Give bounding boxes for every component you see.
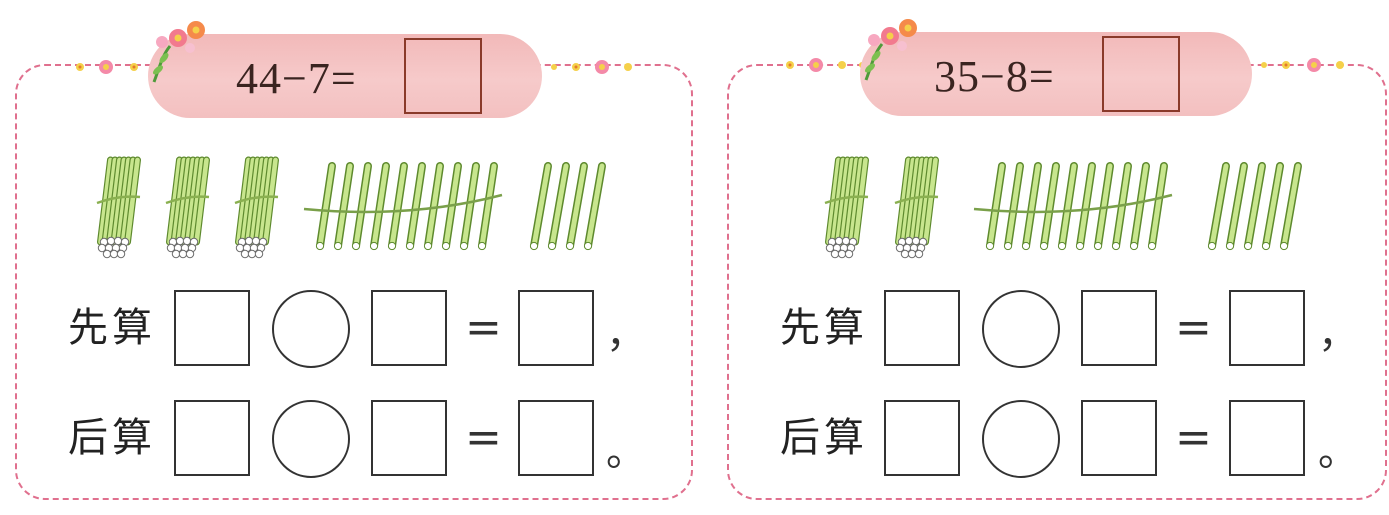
comma: ， bbox=[1318, 311, 1358, 357]
stick bbox=[1147, 162, 1168, 251]
stick bbox=[387, 162, 408, 251]
string-tie bbox=[973, 193, 1173, 214]
period: 。 bbox=[1318, 429, 1358, 475]
comma: ， bbox=[606, 311, 646, 357]
operand-box-b[interactable] bbox=[1081, 290, 1157, 366]
operand-box-a[interactable] bbox=[884, 400, 960, 476]
result-box[interactable] bbox=[1229, 400, 1305, 476]
bundle-of-ten bbox=[894, 156, 939, 259]
stick bbox=[1093, 162, 1114, 251]
stick bbox=[1279, 162, 1302, 251]
operator-circle[interactable] bbox=[982, 400, 1060, 478]
second-step-label: 后算 bbox=[68, 415, 156, 461]
operand-box-a[interactable] bbox=[174, 290, 250, 366]
operator-circle[interactable] bbox=[272, 400, 350, 478]
stick bbox=[1225, 162, 1248, 251]
stick bbox=[1003, 162, 1024, 251]
stick bbox=[1057, 162, 1078, 251]
second-step-label: 后算 bbox=[780, 415, 868, 461]
equals-sign: = bbox=[1175, 302, 1212, 353]
operand-box-a[interactable] bbox=[174, 400, 250, 476]
title-banner-2 bbox=[860, 32, 1252, 116]
equals-sign: = bbox=[465, 302, 502, 353]
operator-circle[interactable] bbox=[982, 290, 1060, 368]
result-box[interactable] bbox=[518, 290, 594, 366]
stick bbox=[1207, 162, 1230, 251]
stick bbox=[477, 162, 498, 251]
first-step-label: 先算 bbox=[780, 305, 868, 351]
stick bbox=[351, 162, 372, 251]
operator-circle[interactable] bbox=[272, 290, 350, 368]
stick bbox=[985, 162, 1006, 251]
flower-bouquet-icon bbox=[864, 19, 917, 81]
problem-expression: 35−8= bbox=[934, 52, 1055, 101]
bundle-of-ten bbox=[165, 156, 210, 259]
stick bbox=[1075, 162, 1096, 251]
result-box[interactable] bbox=[1229, 290, 1305, 366]
bundle-of-ten bbox=[96, 156, 141, 259]
stick bbox=[1243, 162, 1266, 251]
problem-expression: 44−7= bbox=[236, 54, 357, 103]
flower-bouquet-icon bbox=[152, 21, 205, 83]
operand-box-a[interactable] bbox=[884, 290, 960, 366]
operand-box-b[interactable] bbox=[1081, 400, 1157, 476]
bundle-of-ten bbox=[234, 156, 279, 259]
stick bbox=[315, 162, 336, 251]
stick bbox=[529, 162, 552, 251]
counting-sticks-1 bbox=[96, 156, 606, 259]
stick bbox=[1021, 162, 1042, 251]
period: 。 bbox=[606, 429, 646, 475]
answer-box[interactable] bbox=[404, 38, 482, 114]
stick bbox=[1261, 162, 1284, 251]
stick bbox=[583, 162, 606, 251]
equals-sign: = bbox=[465, 412, 502, 463]
flower-garland-right-2 bbox=[1261, 58, 1344, 72]
stick bbox=[459, 162, 480, 251]
operand-box-b[interactable] bbox=[371, 400, 447, 476]
first-step-label: 先算 bbox=[68, 305, 156, 351]
answer-box[interactable] bbox=[1102, 36, 1180, 112]
stick bbox=[547, 162, 570, 251]
stick bbox=[1039, 162, 1060, 251]
equals-sign: = bbox=[1175, 412, 1212, 463]
stick bbox=[405, 162, 426, 251]
bundle-of-ten bbox=[824, 156, 869, 259]
stick bbox=[423, 162, 444, 251]
title-banner-1 bbox=[148, 34, 542, 118]
stick bbox=[565, 162, 588, 251]
string-tie bbox=[303, 193, 503, 214]
stick bbox=[369, 162, 390, 251]
result-box[interactable] bbox=[518, 400, 594, 476]
stick bbox=[1111, 162, 1132, 251]
stick bbox=[1129, 162, 1150, 251]
flower-garland-right-1 bbox=[551, 60, 632, 74]
stick bbox=[333, 162, 354, 251]
operand-box-b[interactable] bbox=[371, 290, 447, 366]
